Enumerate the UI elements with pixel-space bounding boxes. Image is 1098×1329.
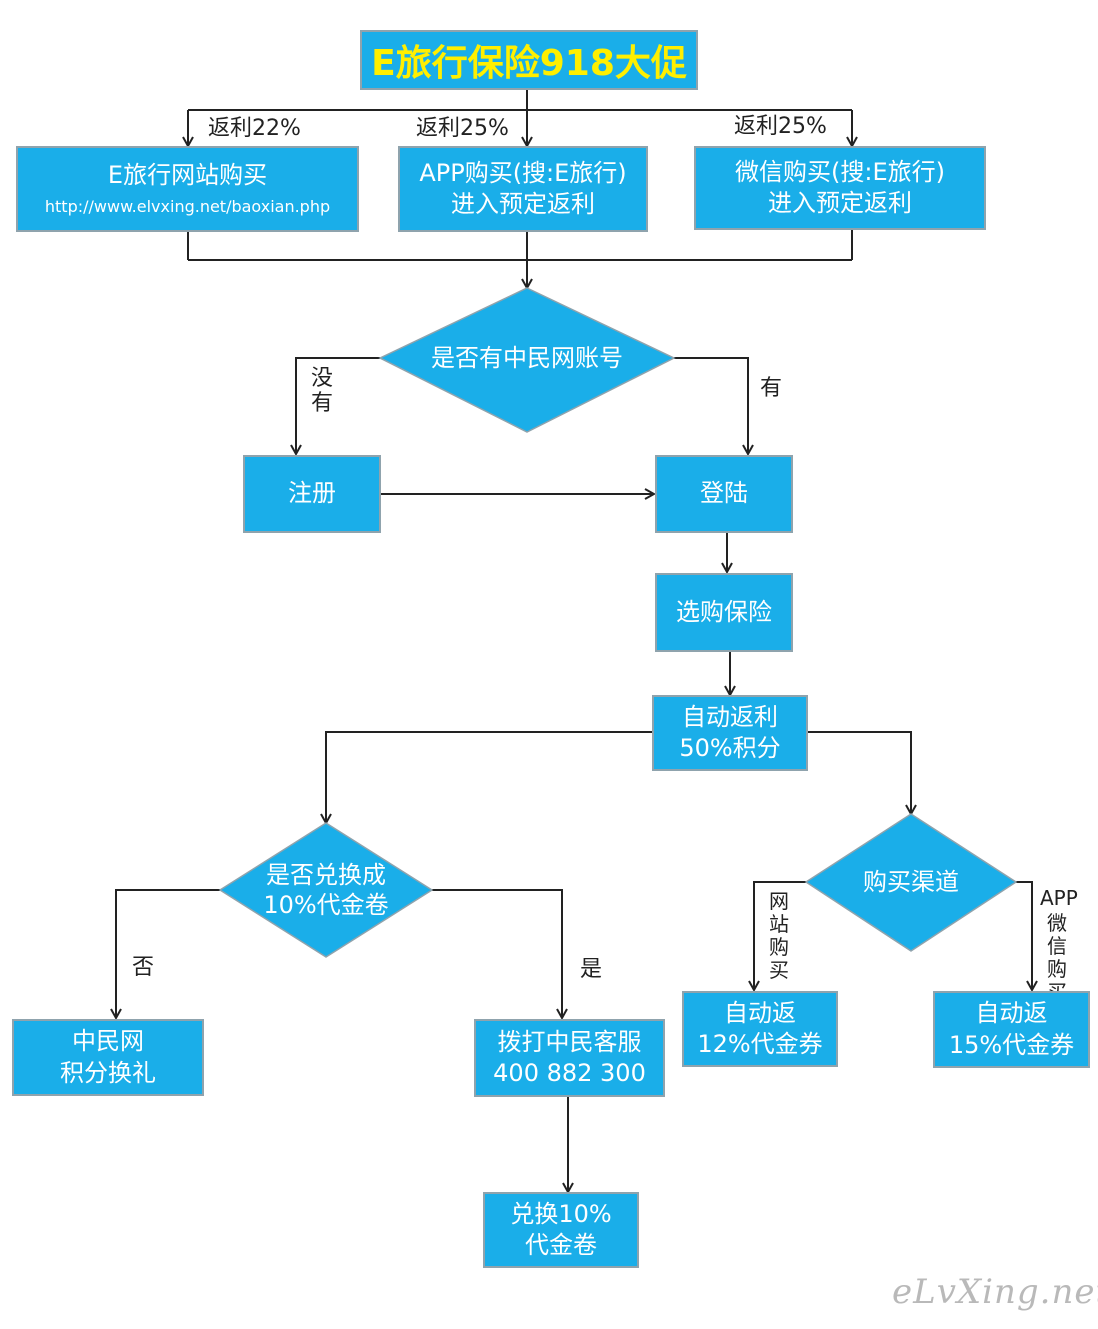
voucher-check-line1: 是否兑换成 [266, 861, 386, 889]
auto-12-box: 自动返 12%代金券 [682, 991, 838, 1067]
auto-15-line1: 自动返 [975, 999, 1048, 1028]
branch-to-voucher-check [326, 731, 652, 823]
voucher-check-diamond [218, 822, 434, 958]
points-gift-box: 中民网 积分换礼 [12, 1019, 204, 1096]
voucher-check-question: 是否兑换成 10%代金卷 [240, 858, 412, 922]
branch-no-account [296, 357, 380, 454]
wechat-channel-label: 微信购买 [1047, 911, 1067, 1004]
exchange-voucher-box: 兑换10% 代金卷 [483, 1192, 639, 1268]
points-gift-line1: 中民网 [72, 1027, 144, 1056]
auto-rebate-line2: 50%积分 [679, 734, 781, 762]
auto-12-line2: 12%代金券 [697, 1030, 823, 1058]
website-purchase-box: E旅行网站购买 http://www.elvxing.net/baoxian.p… [16, 146, 359, 232]
account-check-diamond [378, 287, 676, 433]
wechat-rebate-label: 返利25% [734, 114, 827, 139]
branch-voucher-no [116, 889, 220, 1018]
app-purchase-box: APP购买(搜:E旅行) 进入预定返利 [398, 146, 648, 232]
branch-to-channel-check [808, 731, 911, 814]
wechat-purchase-line1: 微信购买(搜:E旅行) [735, 157, 945, 186]
no-account-label: 没有 [311, 366, 334, 417]
website-channel-label: 网站购买 [769, 889, 789, 982]
title-text: E旅行保险918大促 [371, 43, 687, 84]
voucher-no-label: 否 [132, 955, 155, 980]
branch-has-account [674, 357, 748, 454]
voucher-yes-label: 是 [580, 957, 603, 982]
call-service-box: 拨打中民客服 400 882 300 [474, 1019, 665, 1097]
website-purchase-text: E旅行网站购买 [107, 161, 268, 189]
exchange-voucher-line1: 兑换10% [510, 1199, 612, 1228]
app-purchase-line1: APP购买(搜:E旅行) [419, 158, 627, 187]
account-check-question: 是否有中民网账号 [431, 344, 623, 372]
website-url: http://www.elvxing.net/baoxian.php [44, 197, 331, 217]
watermark-logo: eLvXing.net [892, 1272, 1098, 1312]
auto-15-box: 自动返 15%代金券 [933, 991, 1090, 1068]
has-account-label: 有 [760, 376, 783, 401]
login-text: 登陆 [700, 479, 748, 508]
register-box: 注册 [243, 455, 381, 533]
app-purchase-line2: 进入预定返利 [451, 190, 595, 218]
app-rebate-label: 返利25% [416, 116, 509, 141]
wechat-purchase-line2: 进入预定返利 [768, 189, 912, 217]
branch-channel-website [754, 881, 806, 990]
auto-12-line1: 自动返 [724, 998, 796, 1027]
call-service-line1: 拨打中民客服 [497, 1027, 642, 1056]
register-text: 注册 [288, 479, 336, 508]
login-box: 登陆 [655, 455, 793, 533]
select-insurance-text: 选购保险 [676, 597, 772, 626]
auto-rebate-line1: 自动返利 [682, 702, 778, 731]
channel-check-question: 购买渠道 [863, 868, 959, 896]
branch-voucher-yes [432, 889, 562, 1018]
select-insurance-box: 选购保险 [655, 573, 793, 652]
title-box: E旅行保险918大促 [360, 30, 698, 90]
exchange-voucher-line2: 代金卷 [525, 1231, 597, 1259]
voucher-check-line2: 10%代金卷 [263, 891, 389, 919]
auto-15-line2: 15%代金券 [948, 1030, 1075, 1059]
wechat-purchase-box: 微信购买(搜:E旅行) 进入预定返利 [694, 146, 986, 230]
channel-check-diamond [804, 813, 1018, 952]
website-rebate-label: 返利22% [208, 116, 301, 141]
branch-channel-app [1016, 881, 1032, 990]
auto-rebate-box: 自动返利 50%积分 [652, 695, 808, 771]
call-service-phone: 400 882 300 [493, 1059, 646, 1087]
app-channel-label: APP [1040, 886, 1078, 910]
points-gift-line2: 积分换礼 [60, 1058, 156, 1087]
